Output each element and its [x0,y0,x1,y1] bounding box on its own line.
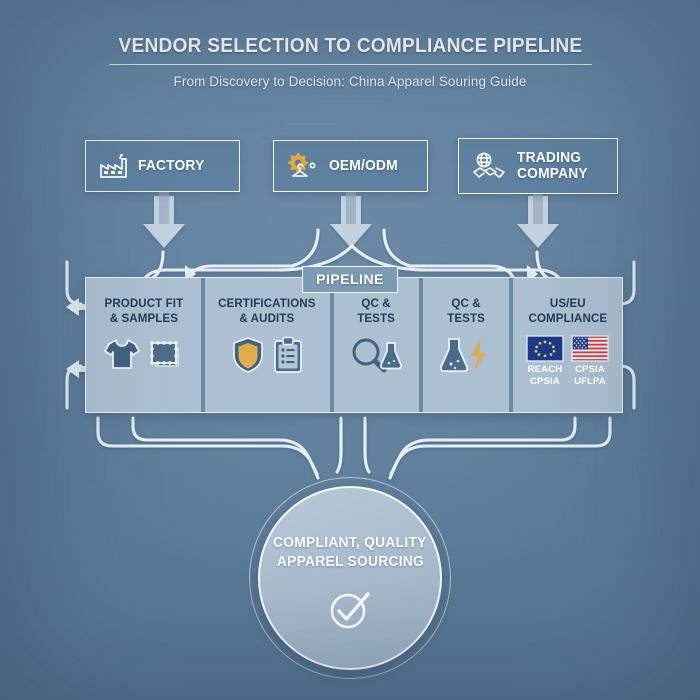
clipboard-checklist-icon [272,336,304,374]
wire-bottom-center-left [335,416,343,474]
outcome-disc: COMPLIANT, QUALITY APPAREL SOURCING [258,486,442,670]
stage-title-qc-2: QC &TESTS [447,296,485,325]
fabric-swatch-icon [148,338,184,372]
flask-bolt-icon [439,336,493,374]
factory-icon [99,153,129,179]
signpost-factory [159,190,169,224]
outcome-line-2: APPAREL SOURCING [276,553,424,570]
wire-bottom-far-right [388,416,612,480]
stage-qc-tests-1[interactable]: QC &TESTS [333,278,420,412]
source-box-factory[interactable]: FACTORY [85,140,240,192]
shield-icon [231,336,265,374]
header: VENDOR SELECTION TO COMPLIANCE PIPELINE … [0,34,700,89]
pipeline-panel: PRODUCT FIT& SAMPLES [85,277,623,413]
signpost-trading [533,192,543,224]
magnifier-flask-icon [349,336,403,374]
wire-bottom-right [389,416,577,476]
source-label-factory: FACTORY [138,157,205,175]
wire-bottom-far-left [96,416,320,480]
stage-title-qc-1: QC &TESTS [357,296,396,325]
us-flag-icon [571,335,609,362]
outcome-outer-ring [249,477,451,679]
stage-product-fit[interactable]: PRODUCT FIT& SAMPLES [86,278,201,412]
trading-line-1: TRADING [517,149,582,167]
stage-title-product-fit: PRODUCT FIT& SAMPLES [104,296,183,325]
handshake-globe-icon [472,151,508,181]
pipeline-tag: PIPELINE [302,266,398,293]
page-title: VENDOR SELECTION TO COMPLIANCE PIPELINE [108,34,592,65]
source-label-trading: TRADING COMPANY [517,150,588,182]
stage-qc-tests-2[interactable]: QC &TESTS [423,278,509,412]
wire-loop-left-top [65,260,83,306]
source-box-oem[interactable]: OEM/ODM [273,140,428,192]
page-subtitle: From Discovery to Decision: China Appare… [173,74,527,89]
stage-certifications[interactable]: CERTIFICATIONS& AUDITS [204,278,330,412]
outcome-line-1: COMPLIANT, QUALITY [273,535,427,551]
wire-bottom-left [131,416,319,476]
wire-bottom-center-right [363,416,371,474]
source-box-trading[interactable]: TRADING COMPANY [458,138,618,194]
tshirt-icon [103,336,141,372]
source-label-oem: OEM/ODM [329,157,398,175]
stage-title-certifications: CERTIFICATIONS& AUDITS [218,296,316,325]
wire-loop-left-bottom [65,364,83,410]
trading-line-2: COMPANY [517,165,588,182]
outcome-circle[interactable]: COMPLIANT, QUALITY APPAREL SOURCING [249,477,451,679]
signpost-oem [346,190,356,224]
gear-hanger-icon [287,151,320,181]
eu-flag-icon [526,335,564,362]
check-circle-icon [327,587,373,633]
